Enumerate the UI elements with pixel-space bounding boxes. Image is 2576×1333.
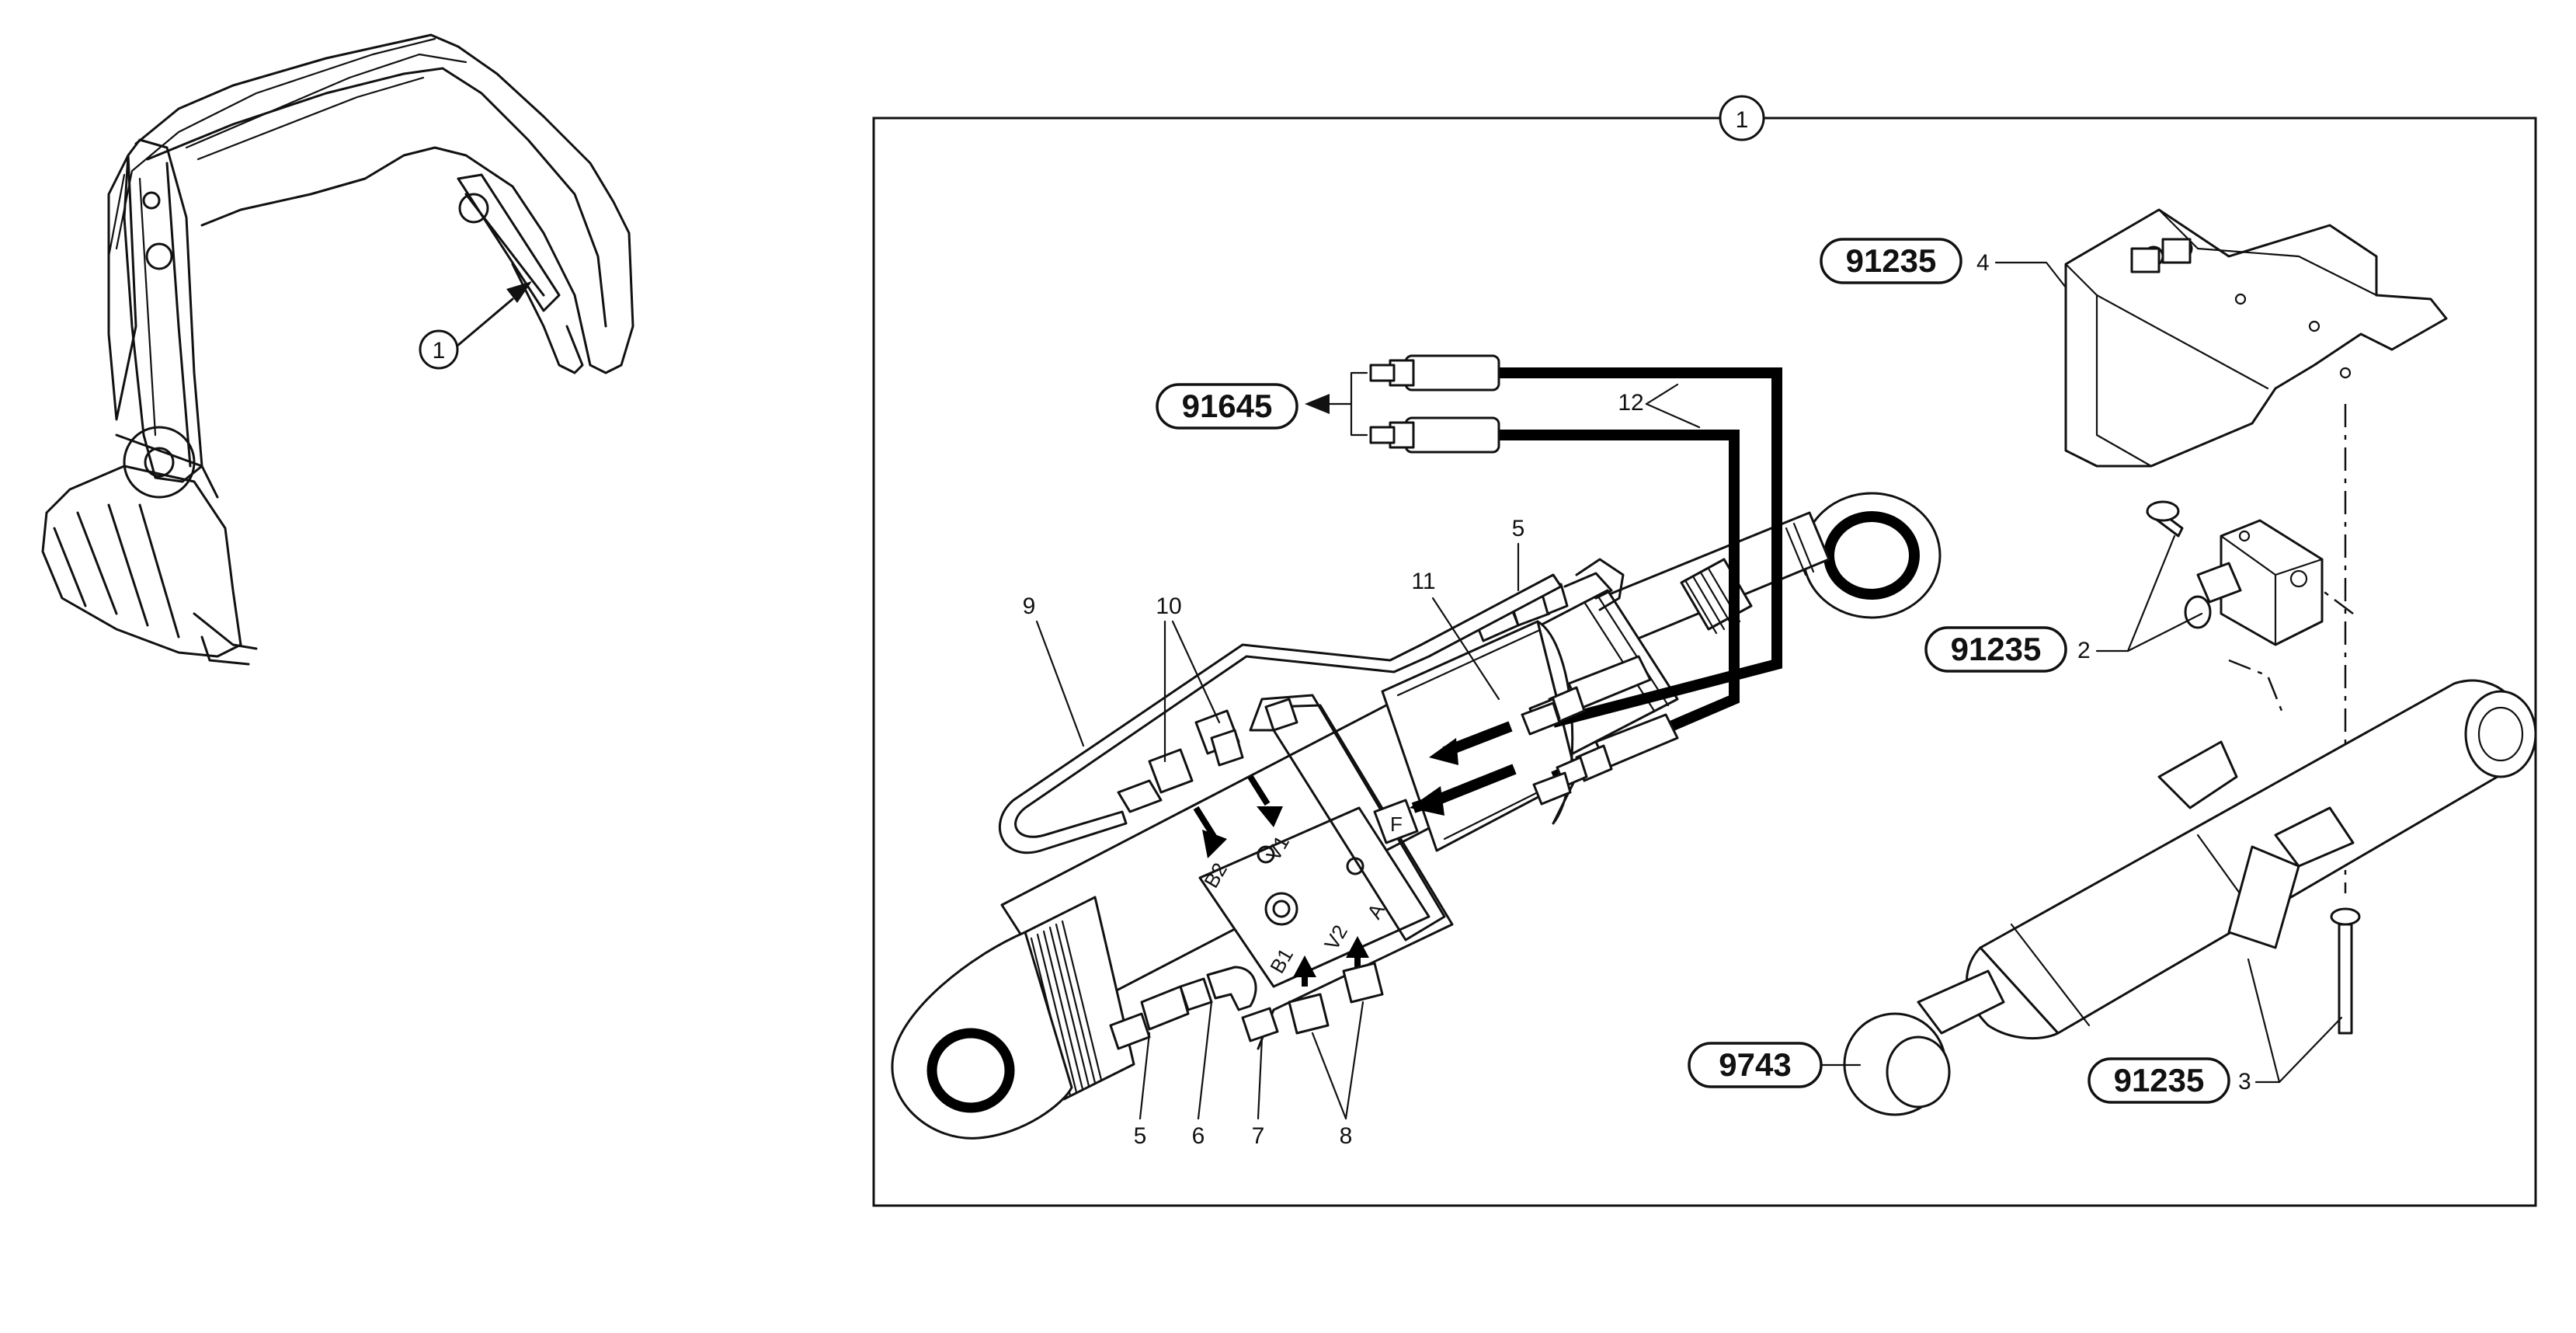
callout-3: 3 [2238,1069,2251,1095]
overview-callout-1: 1 [433,338,446,364]
callout-5-bottom: 5 [1134,1123,1147,1149]
callout-10: 10 [1156,593,1181,619]
callout-2: 2 [2077,638,2091,663]
callout-6: 6 [1192,1123,1205,1149]
hose-couplings [1305,354,1500,454]
fittings-bottom [1109,966,1257,1050]
detail-frame [872,117,2537,1207]
ref-91645: 91645 [1182,388,1273,424]
excavator-arm-overview: 1 [41,33,634,666]
callout-9: 9 [1023,593,1036,619]
arrow-icon [506,281,532,303]
reference-labels: 91645 91235 4 91235 2 91235 3 9743 [1156,238,2343,1104]
callout-11: 11 [1411,569,1435,594]
port-label-f: F [1390,813,1403,836]
ref-91235-bolts: 91235 [2114,1062,2205,1098]
check-valve [2146,500,2324,646]
arrow-icon [1305,394,1330,414]
frame-callout-1: 1 [1736,107,1749,133]
ref-91235-valve: 91235 [1951,631,2042,667]
cylinder-9743 [1843,679,2537,1116]
pipe-item-9 [999,573,1563,854]
callout-12: 12 [1618,390,1643,416]
hose-end-fittings [1528,655,1679,788]
callout-8: 8 [1340,1123,1353,1149]
mounting-bracket [2064,208,2448,468]
callout-5-top: 5 [1512,516,1525,541]
ref-9743: 9743 [1719,1046,1791,1083]
valve-block: B2 V1 A B1 V2 F [1117,694,1454,1050]
callout-7: 7 [1252,1123,1265,1149]
ref-91235-bracket: 91235 [1846,242,1937,279]
item-callouts: 5 11 9 10 12 5 6 7 8 [1023,383,1701,1149]
callout-4: 4 [1976,250,1990,276]
